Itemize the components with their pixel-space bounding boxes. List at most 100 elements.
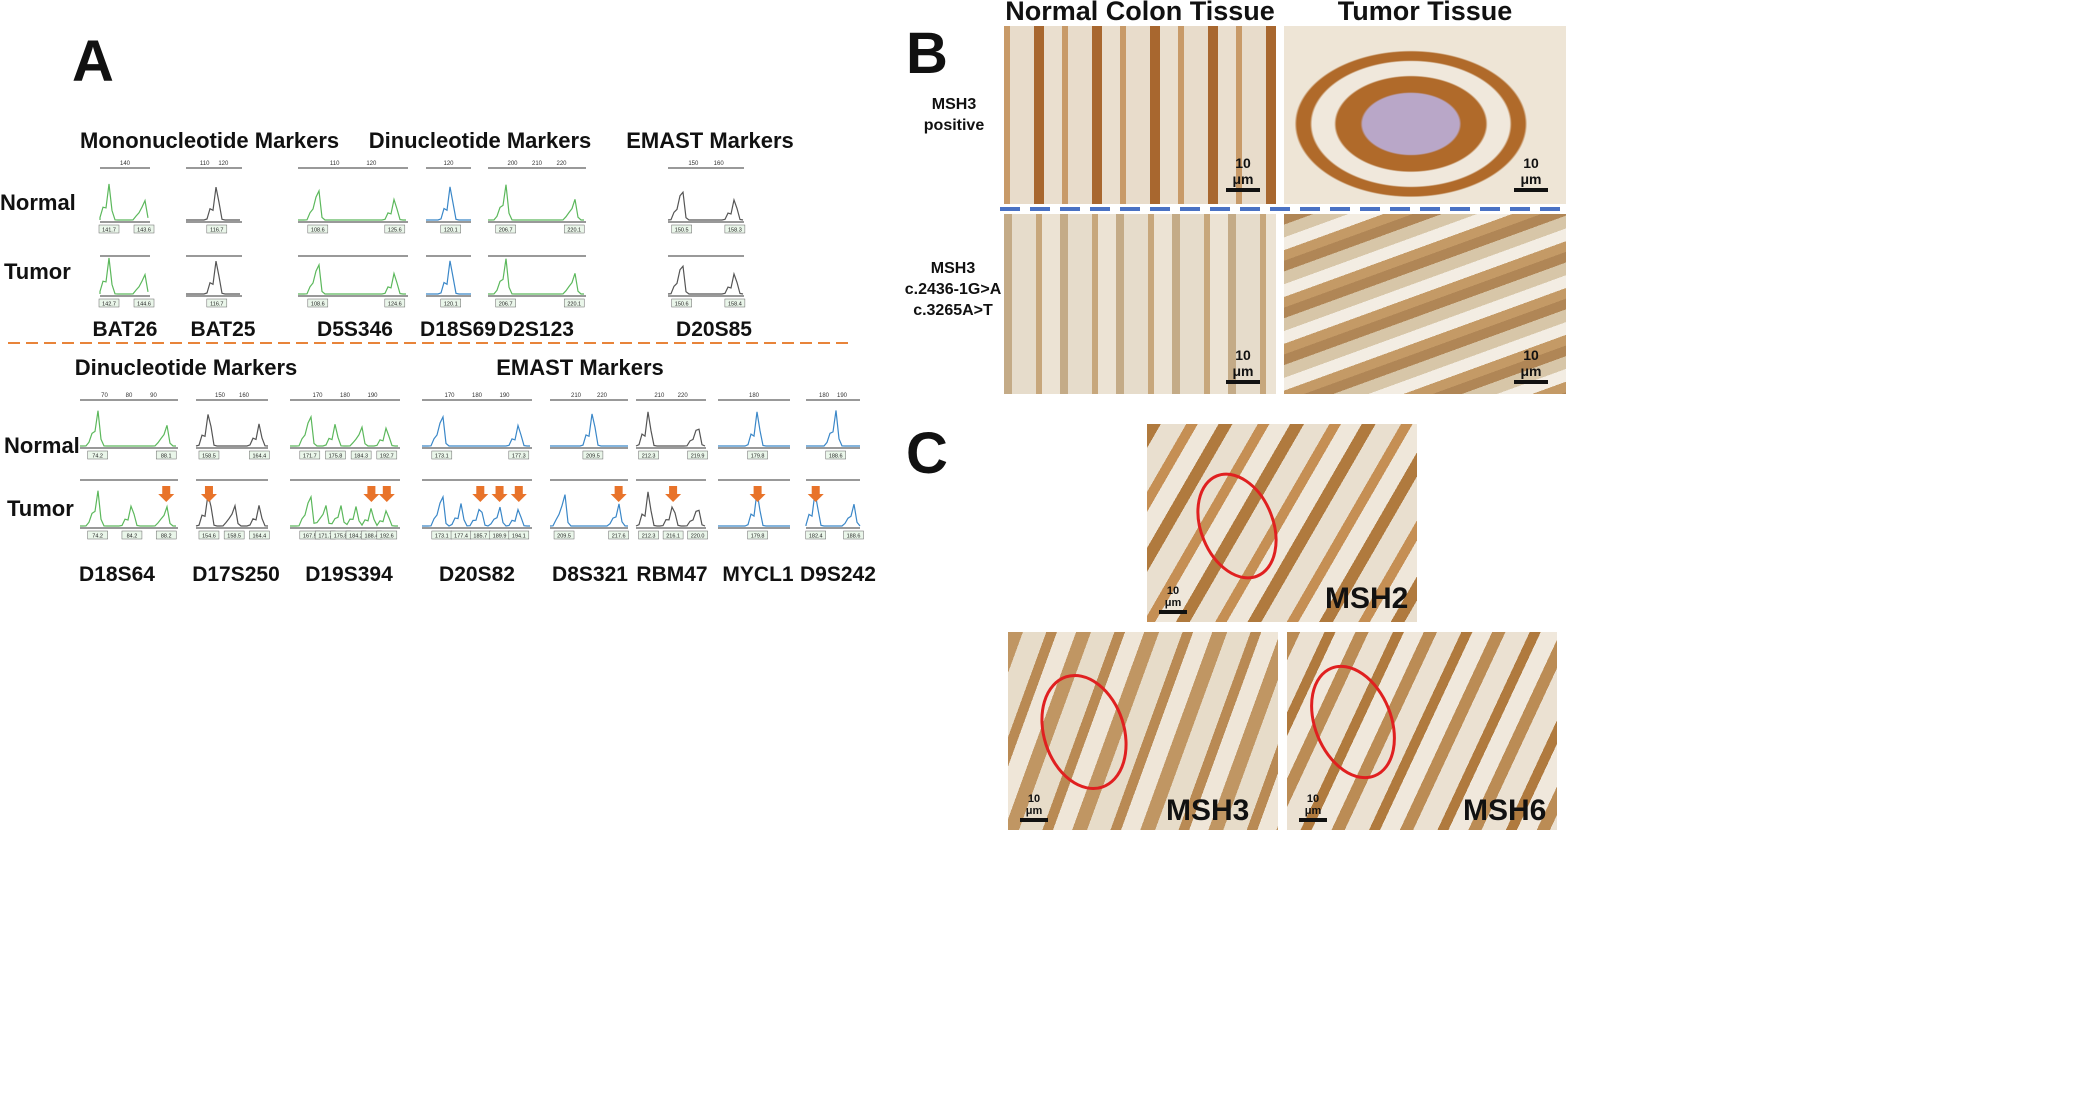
peak-size-label: 141.7 xyxy=(102,228,116,234)
peak-size-label: 220.1 xyxy=(567,228,581,234)
ihc-tumor-mutant-image: 10 μm xyxy=(1284,214,1566,394)
peak-size-label: 158.4 xyxy=(728,302,742,308)
peak-size-label: 177.3 xyxy=(512,454,526,460)
peak-size-label: 116.7 xyxy=(210,302,223,308)
group-title-dinucleotide-top: Dinucleotide Markers xyxy=(368,128,592,153)
marker-label-mycl1: MYCL1 xyxy=(722,563,794,586)
peak-size-label: 192.6 xyxy=(380,534,394,540)
tick-label: 170 xyxy=(444,393,455,399)
tick-label: 120 xyxy=(218,161,229,167)
peak-size-label: 158.3 xyxy=(728,228,742,234)
msh2-label: MSH2 xyxy=(1325,582,1409,615)
peak-size-label: 188.6 xyxy=(847,534,861,540)
scalebar-b2: 10 μm xyxy=(1514,155,1548,192)
tick-label: 120 xyxy=(366,161,377,167)
scalebar-c1: 10 μm xyxy=(1159,585,1187,614)
marker-label-d20s82: D20S82 xyxy=(439,563,515,586)
trace-rbm47-tumor: 212.3 216.1 220.0 xyxy=(635,479,708,540)
tick-label: 180 xyxy=(472,393,483,399)
trace-d20s85-tumor: 150.6 158.4 xyxy=(667,255,746,308)
row-label-normal-top: Normal xyxy=(0,190,76,215)
peak-size-label: 173.1 xyxy=(435,454,449,460)
peak-size-label: 171.7 xyxy=(303,454,317,460)
panel-a-letter: A xyxy=(72,29,114,94)
peak-size-label: 158.5 xyxy=(202,454,216,460)
ihc-tumor-positive-image: 10 μm xyxy=(1284,26,1566,204)
instability-arrow xyxy=(200,486,217,502)
tick-label: 110 xyxy=(200,161,210,167)
peak-size-label: 150.6 xyxy=(675,302,689,308)
peak-size-label: 182.4 xyxy=(809,534,823,540)
marker-label-d17s250: D17S250 xyxy=(192,563,280,586)
ihc-row1-line1: MSH3 xyxy=(931,96,977,113)
peak-size-label: 220.1 xyxy=(567,302,581,308)
scalebar-b1: 10 μm xyxy=(1226,155,1260,192)
group-title-emast-top: EMAST Markers xyxy=(626,128,794,153)
peak-size-label: 142.7 xyxy=(102,302,116,308)
marker-label-d20s85: D20S85 xyxy=(676,318,752,341)
peak-size-label: 206.7 xyxy=(499,228,513,234)
msh3-label: MSH3 xyxy=(1166,794,1250,827)
peak-size-label: 124.6 xyxy=(388,302,402,308)
group-title-emast-bottom: EMAST Markers xyxy=(496,355,664,380)
peak-size-label: 220.0 xyxy=(691,534,705,540)
instability-arrow xyxy=(472,486,489,502)
tick-label: 220 xyxy=(597,393,608,399)
marker-label-bat25: BAT25 xyxy=(190,318,256,341)
peak-size-label: 216.1 xyxy=(666,534,680,540)
peak-size-label: 167.5 xyxy=(303,534,317,540)
peak-size-label: 144.6 xyxy=(137,302,151,308)
instability-arrow xyxy=(363,486,380,502)
msh2-circle xyxy=(1196,472,1278,580)
peak-size-label: 116.7 xyxy=(210,228,223,234)
instability-arrow xyxy=(665,486,682,502)
peak-size-label: 188.6 xyxy=(829,454,843,460)
marker-label-d2s123: D2S123 xyxy=(498,318,574,341)
trace-d20s82-normal: 170 180 190 173.1 177.3 xyxy=(422,393,532,460)
tick-label: 160 xyxy=(714,161,725,167)
peak-size-label: 177.4 xyxy=(454,534,468,540)
peak-size-label: 209.5 xyxy=(557,534,571,540)
msh3-circle xyxy=(1040,673,1128,791)
trace-d18s69-tumor: 120.1 xyxy=(426,255,471,308)
msh6-circle xyxy=(1310,664,1396,780)
tick-label: 180 xyxy=(749,393,760,399)
tick-label: 140 xyxy=(120,161,131,167)
ihc-msh6-image: MSH6 10 μm xyxy=(1287,632,1557,830)
peak-size-label: 212.3 xyxy=(642,534,656,540)
tick-label: 210 xyxy=(654,393,665,399)
scalebar-c3: 10 μm xyxy=(1299,793,1327,822)
row-label-tumor-top: Tumor xyxy=(4,259,71,284)
peak-size-label: 219.9 xyxy=(691,454,705,460)
trace-bat25-normal: 110 120 116.7 xyxy=(186,161,242,234)
tick-label: 150 xyxy=(688,161,699,167)
peak-size-label: 179.8 xyxy=(751,454,765,460)
marker-label-d8s321: D8S321 xyxy=(552,563,628,586)
scalebar-b3-text: 10 μm xyxy=(1232,347,1254,379)
instability-arrow xyxy=(610,486,627,502)
instability-arrow xyxy=(491,486,508,502)
ihc-row2-line1: MSH3 xyxy=(930,260,976,277)
peak-size-label: 209.5 xyxy=(586,454,600,460)
trace-bat25-tumor: 116.7 xyxy=(186,255,242,308)
ihc-row1-line2: positive xyxy=(923,117,985,134)
instability-arrow xyxy=(510,486,527,502)
tick-label: 190 xyxy=(499,393,510,399)
tick-label: 190 xyxy=(837,393,848,399)
peak-size-label: 184.2 xyxy=(349,534,363,540)
ihc-normal-mutant-image: 10 μm xyxy=(1004,214,1276,394)
peak-size-label: 189.9 xyxy=(493,534,507,540)
